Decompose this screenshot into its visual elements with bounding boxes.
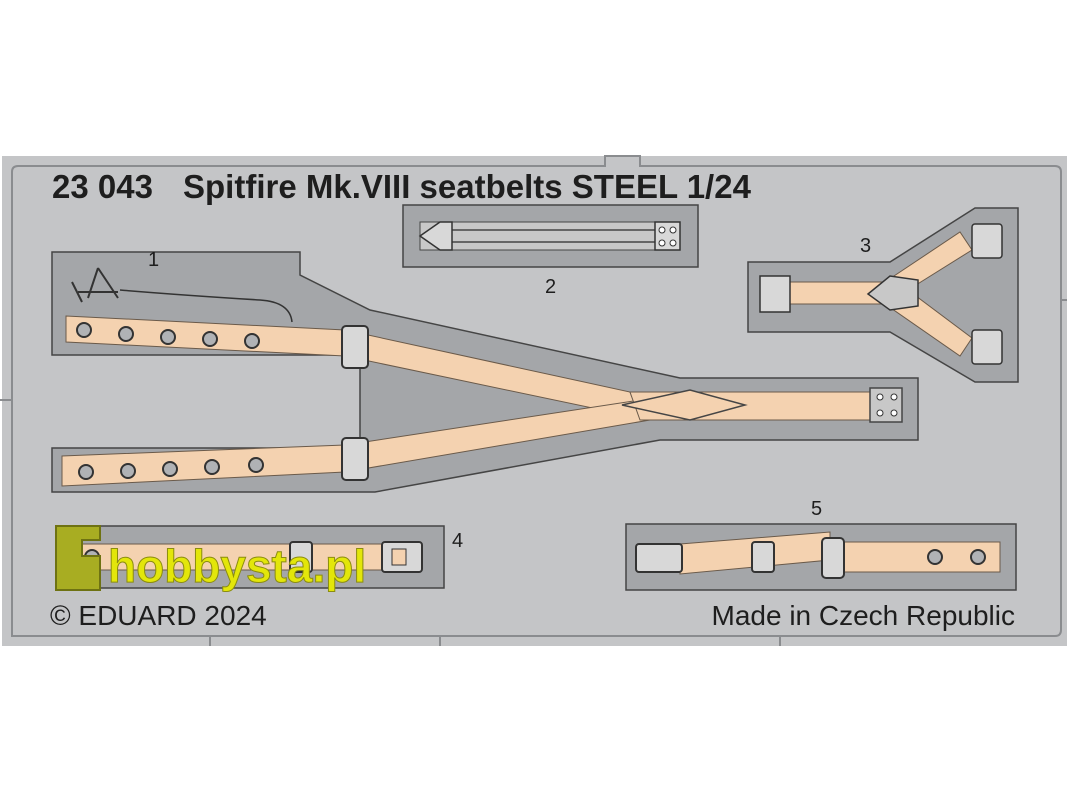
watermark-logo-mark (55, 525, 101, 591)
part-4-label: 4 (452, 530, 463, 552)
watermark-text: hobbysta.pl (108, 540, 366, 592)
part-1-cable (119, 289, 293, 323)
fret-frame (11, 155, 1062, 637)
part-2: 2 (402, 204, 699, 298)
product-code: 23 043 (52, 168, 153, 205)
part-3: 3 (747, 207, 1019, 383)
part-3-label: 3 (860, 235, 871, 257)
part-1-diamond-plate (621, 389, 748, 421)
part-5-label: 5 (811, 498, 822, 520)
part-1-end-tab (869, 387, 903, 423)
hobbysta-watermark: hobbysta.pl (55, 525, 367, 593)
product-name: Spitfire Mk.VIII seatbelts STEEL 1/24 (183, 168, 752, 205)
copyright: © EDUARD 2024 (50, 600, 267, 631)
part-1-buckle-upper (341, 325, 369, 369)
part-2-label: 2 (545, 276, 556, 298)
fret-notches (0, 299, 1067, 646)
part-1-hook (71, 267, 119, 303)
part-5: 5 (625, 498, 1017, 591)
part-1-label: 1 (148, 249, 159, 271)
part-2-strap (419, 221, 681, 251)
part-1-harness: 1 (51, 249, 919, 493)
part-1-buckle-lower (341, 437, 369, 481)
part-1-eyelets (76, 322, 264, 480)
origin: Made in Czech Republic (712, 600, 1016, 631)
